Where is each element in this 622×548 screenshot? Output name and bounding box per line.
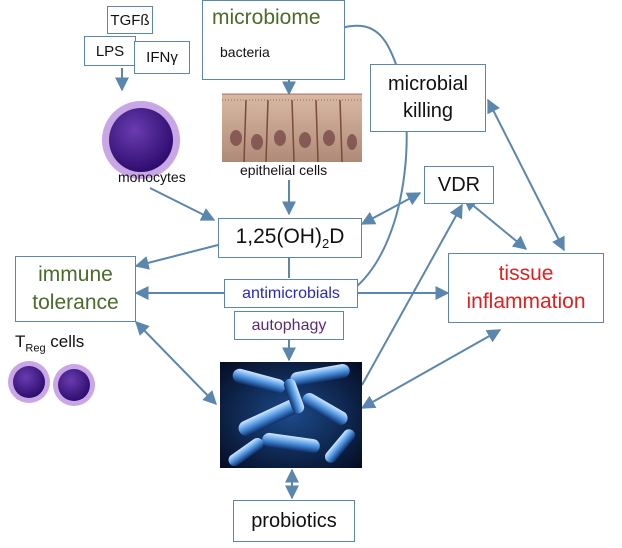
arrow-bacteria-vdr: [361, 203, 463, 386]
tgfb-label: TGFß: [110, 11, 150, 29]
vitamin-d-tail: D: [329, 224, 345, 248]
arrow-vdr-tissue: [462, 197, 528, 250]
vitamin-d-box: 1,25(OH)2D: [218, 218, 362, 258]
vdr-box: VDR: [424, 166, 494, 204]
vitamin-d-main: 1,25(OH): [235, 224, 322, 248]
arrow-immune-bacteria: [135, 320, 217, 406]
tgfb-box: TGFß: [107, 6, 153, 34]
monocytes-label: monocytes: [118, 169, 186, 185]
tissue-inflammation-line2: inflammation: [466, 290, 586, 313]
bacteria-label: bacteria: [220, 44, 270, 60]
microbiome-label: microbiome: [212, 6, 321, 29]
treg-subscript: Reg: [25, 342, 46, 355]
epithelial-cells-image: [222, 93, 362, 163]
treg-t: T: [15, 332, 26, 351]
lps-box: LPS: [84, 36, 136, 66]
immune-tolerance-line1: immune: [38, 263, 113, 286]
treg-label: TReg cells: [15, 332, 84, 354]
microbiome-box: [202, 0, 345, 80]
microbial-killing-line2: killing: [402, 100, 454, 122]
autophagy-label: autophagy: [251, 316, 327, 334]
arrow-vitd-to-immune: [134, 244, 219, 270]
antimicrobials-label: antimicrobials: [242, 284, 340, 302]
treg-cell-1: [8, 361, 50, 403]
arrow-vdr-vitd: [360, 192, 422, 225]
vitamin-d-label: 1,25(OH)2D: [236, 225, 345, 251]
epithelial-label: epithelial cells: [240, 162, 328, 178]
tissue-inflammation-line1: tissue: [498, 262, 554, 285]
immune-tolerance-line2: tolerance: [32, 291, 119, 314]
vitamin-d-subscript: 2: [321, 236, 330, 252]
bacteria-micrograph: [220, 362, 362, 468]
arrow-bacteria-tissue: [360, 329, 502, 409]
microbial-killing-line1: microbial: [387, 73, 469, 95]
microbial-killing-box: microbial killing: [370, 64, 486, 132]
monocyte-cell: [102, 101, 180, 179]
probiotics-box: probiotics: [233, 500, 355, 542]
immune-tolerance-box: immune tolerance: [15, 256, 136, 322]
antimicrobials-box: antimicrobials: [224, 279, 358, 308]
lps-label: LPS: [95, 42, 125, 60]
probiotics-label: probiotics: [251, 509, 337, 532]
vdr-label: VDR: [437, 173, 481, 196]
treg-tail: cells: [45, 332, 85, 351]
autophagy-box: autophagy: [234, 311, 344, 340]
ifng-box: IFNγ: [134, 41, 190, 74]
arrow-monocytes-to-vitd: [149, 187, 216, 221]
tissue-inflammation-box: tissue inflammation: [448, 253, 604, 323]
arrow-killing-tissue: [487, 98, 565, 252]
ifng-label: IFNγ: [146, 49, 178, 66]
treg-cell-2: [53, 364, 95, 406]
